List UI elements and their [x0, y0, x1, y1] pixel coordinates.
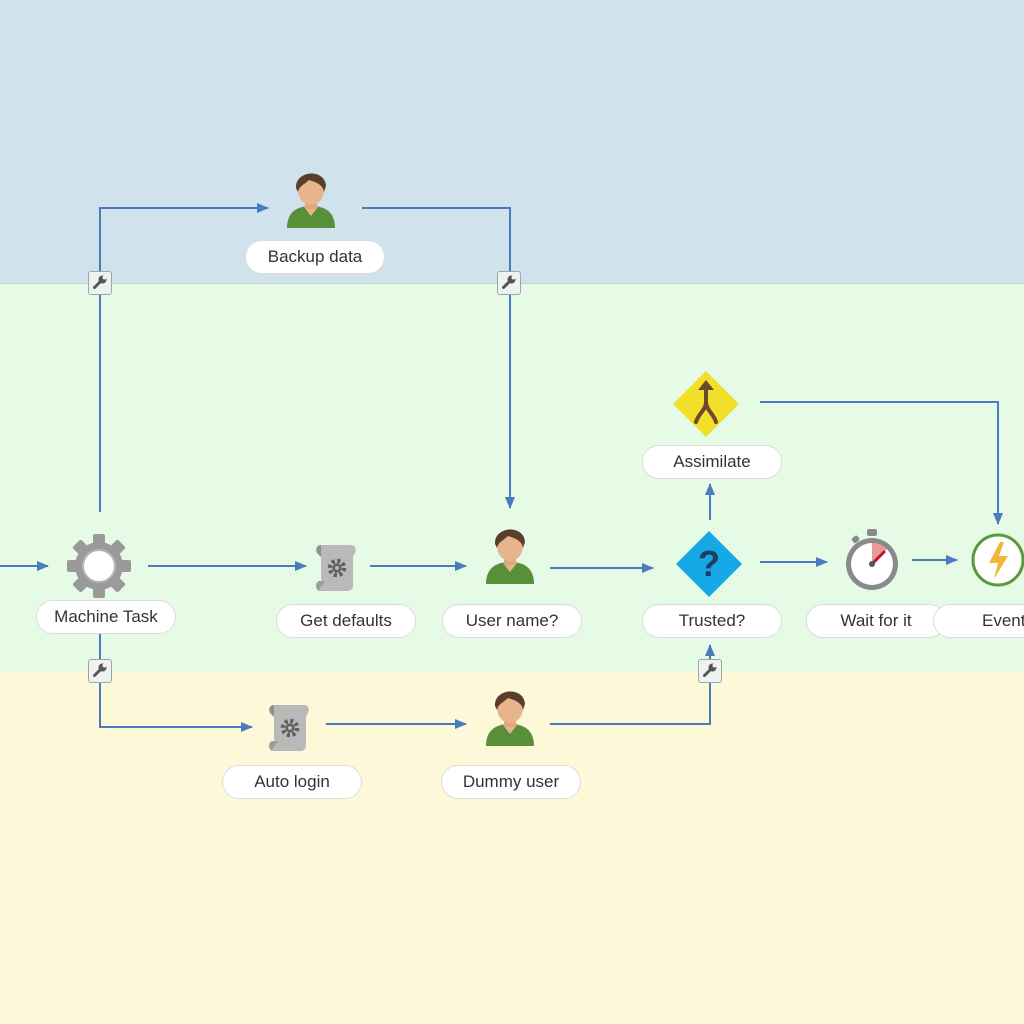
script-gear-icon[interactable] — [309, 541, 365, 593]
node-label-dummy-user[interactable]: Dummy user — [441, 765, 581, 799]
node-label-machine-task[interactable]: Machine Task — [36, 600, 176, 634]
edge-machine_task-to-backup_data[interactable] — [99, 203, 269, 512]
wrench-icon[interactable] — [88, 271, 112, 295]
node-label-trusted[interactable]: Trusted? — [642, 604, 782, 638]
node-label-wait-for-it[interactable]: Wait for it — [806, 604, 946, 638]
edges — [0, 203, 1003, 732]
node-label-event[interactable]: Event — [933, 604, 1024, 638]
node-label-get-defaults[interactable]: Get defaults — [276, 604, 416, 638]
node-label-auto-login[interactable]: Auto login — [222, 765, 362, 799]
edge-machine_task-to-auto_login[interactable] — [99, 632, 253, 732]
user-icon[interactable] — [482, 522, 538, 592]
gear-icon[interactable] — [66, 533, 132, 599]
script-gear-icon[interactable] — [262, 701, 318, 753]
user-icon[interactable] — [482, 684, 538, 754]
svg-text:?: ? — [698, 543, 720, 584]
stopwatch-icon[interactable] — [840, 528, 904, 596]
lightning-event-icon[interactable] — [968, 530, 1024, 590]
swimlane-top — [0, 0, 1024, 283]
wrench-icon[interactable] — [497, 271, 521, 295]
edge-backup_data-to-user_name[interactable] — [362, 207, 515, 509]
user-icon[interactable] — [283, 166, 339, 236]
merge-diamond-icon[interactable] — [671, 369, 741, 439]
edge-dummy_user-to-trusted[interactable] — [550, 644, 715, 725]
node-label-backup-data[interactable]: Backup data — [245, 240, 385, 274]
edge-assimilate-to-event[interactable] — [760, 401, 1003, 525]
node-label-assimilate[interactable]: Assimilate — [642, 445, 782, 479]
node-label-user-name[interactable]: User name? — [442, 604, 582, 638]
wrench-icon[interactable] — [88, 659, 112, 683]
wrench-icon[interactable] — [698, 659, 722, 683]
question-diamond-icon[interactable]: ? — [674, 529, 744, 599]
